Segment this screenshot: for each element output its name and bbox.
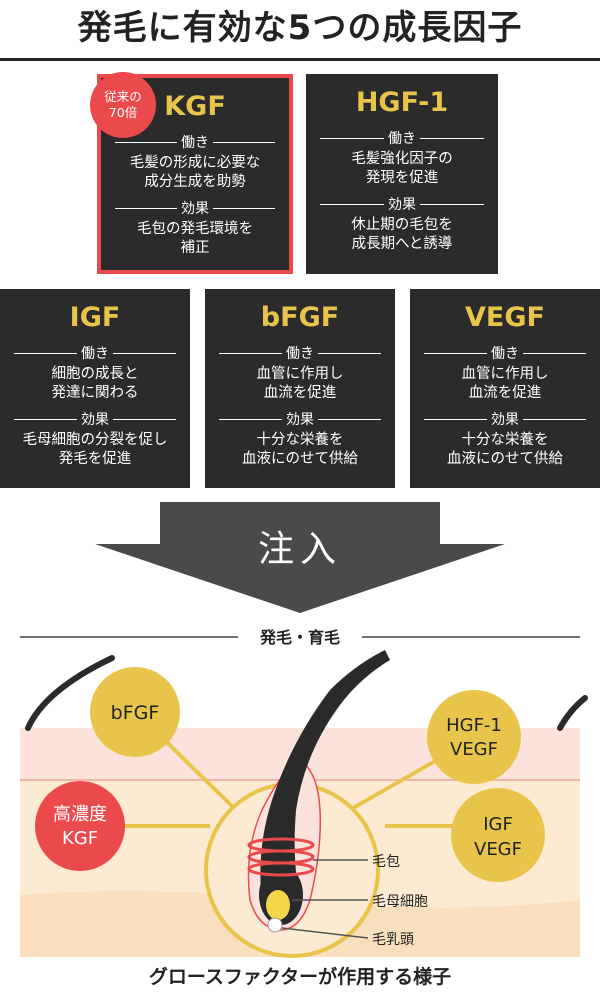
action-heading: 働き (10, 343, 180, 363)
injection-label: 注入 (257, 529, 342, 570)
circle-bfgf-label: bFGF (111, 702, 160, 724)
page-title: 発毛に有効な5つの成長因子 (77, 8, 523, 48)
effect-text-1: 十分な栄養を (461, 432, 549, 448)
effect-heading: 効果 (111, 198, 279, 218)
hair-left (25, 655, 115, 731)
effect-text-1: 毛包の発毛環境を (137, 221, 253, 237)
circle-kgf (35, 781, 125, 871)
factor-name: bFGF (260, 302, 340, 333)
badge-line-1: 従来の (104, 89, 142, 104)
action-text-1: 毛髪の形成に必要な (129, 155, 261, 171)
circle-hgf-vegf (427, 690, 521, 784)
effect-text-1: 毛母細胞の分裂を促し (22, 432, 168, 448)
action-text-1: 血管に作用し (256, 366, 344, 382)
action-text-2: 成分生成を助勢 (144, 174, 246, 190)
action-text-2: 血流を促進 (263, 385, 337, 401)
action-heading: 働き (111, 132, 279, 152)
factor-box-bfgf: bFGF 働き 血管に作用し 血流を促進 効果 十分な栄養を 血液にのせて供給 (205, 289, 395, 488)
growth-label: 発毛・育毛 (259, 628, 340, 647)
label-papilla: 毛乳頭 (372, 932, 414, 948)
follicle-ring (247, 861, 315, 877)
action-text-1: 細胞の成長と (51, 366, 139, 382)
action-heading: 働き (420, 343, 590, 363)
factor-name: HGF-1 (355, 87, 449, 118)
effect-text-2: 血液にのせて供給 (447, 451, 563, 467)
circle-hgf-label-1: HGF-1 (446, 715, 502, 736)
factor-box-vegf: VEGF 働き 血管に作用し 血流を促進 効果 十分な栄養を 血液にのせて供給 (410, 289, 600, 488)
action-text-1: 毛髪強化因子の (351, 151, 453, 167)
effect-text-1: 十分な栄養を (256, 432, 344, 448)
effect-text-2: 発毛を促進 (58, 451, 132, 467)
factor-box-kgf: KGF 働き 毛髪の形成に必要な 成分生成を助勢 効果 毛包の発毛環境を 補正 (97, 74, 293, 274)
effect-text-1: 休止期の毛包を (351, 217, 453, 233)
factor-name: KGF (164, 91, 226, 122)
circle-hgf-label-2: VEGF (450, 739, 498, 760)
effect-text-2: 補正 (180, 240, 210, 256)
badge-line-2: 70倍 (108, 105, 138, 120)
action-heading: 働き (316, 128, 488, 148)
circle-igf-vegf (451, 788, 545, 882)
factor-name: IGF (69, 302, 121, 333)
factor-box-hgf1: HGF-1 働き 毛髪強化因子の 発現を促進 効果 休止期の毛包を 成長期へと誘… (306, 74, 498, 274)
factor-name: VEGF (465, 302, 545, 333)
circle-igf-label-1: IGF (483, 814, 513, 835)
title-underline (0, 58, 600, 61)
effect-heading: 効果 (215, 409, 385, 429)
action-text-2: 発現を促進 (365, 170, 439, 186)
injection-arrow (95, 502, 505, 613)
circle-kgf-label-2: KGF (62, 828, 98, 849)
effect-text-2: 成長期へと誘導 (351, 236, 453, 252)
pointer-papilla (281, 927, 369, 939)
kgf-badge: 従来の 70倍 (90, 72, 156, 138)
circle-igf-label-2: VEGF (474, 839, 522, 860)
factor-box-igf: IGF 働き 細胞の成長と 発達に関わる 効果 毛母細胞の分裂を促し 発毛を促進 (0, 289, 190, 488)
diagram-caption: グロースファクターが作用する様子 (148, 966, 452, 988)
action-text-1: 血管に作用し (461, 366, 549, 382)
effect-heading: 効果 (10, 409, 180, 429)
action-heading: 働き (215, 343, 385, 363)
label-matrix: 毛母細胞 (372, 894, 428, 910)
hair-matrix (266, 890, 290, 920)
effect-text-2: 血液にのせて供給 (242, 451, 358, 467)
hair-right (557, 695, 588, 731)
label-follicle: 毛包 (372, 854, 400, 870)
main-hair (260, 650, 390, 900)
action-text-2: 血流を促進 (468, 385, 542, 401)
action-text-2: 発達に関わる (51, 385, 139, 401)
effect-heading: 効果 (316, 194, 488, 214)
circle-bfgf (90, 667, 180, 757)
effect-heading: 効果 (420, 409, 590, 429)
dermal-papilla (267, 917, 283, 933)
circle-kgf-label-1: 高濃度 (53, 804, 107, 825)
